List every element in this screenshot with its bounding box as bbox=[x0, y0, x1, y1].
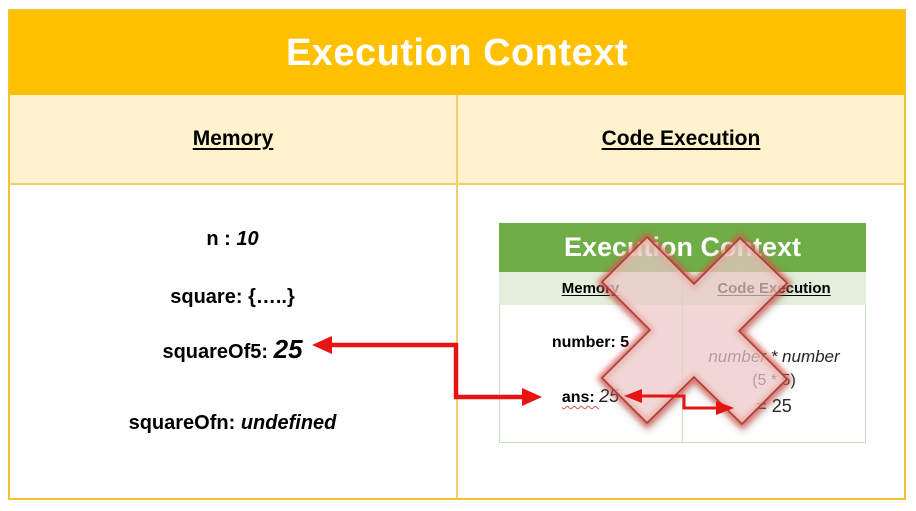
nested-code-line-3: = 25 bbox=[756, 396, 792, 416]
column-divider bbox=[456, 95, 458, 498]
nested-memory-header-label: Memory bbox=[561, 280, 620, 297]
var-value: undefined bbox=[240, 412, 337, 434]
memory-entry-square: square: {…..} bbox=[8, 286, 457, 309]
var-name: number: bbox=[551, 334, 621, 351]
var-name: square: bbox=[170, 286, 249, 308]
nested-code-line-2: (5 * 5) bbox=[752, 372, 796, 389]
nested-title-bar: Execution Context bbox=[499, 223, 866, 272]
var-value: {…..} bbox=[248, 286, 295, 308]
memory-entry-n: n : 10 bbox=[8, 228, 457, 251]
var-value: 25 bbox=[599, 386, 620, 406]
memory-entry-squareofn: squareOfn: undefined bbox=[8, 412, 457, 435]
nested-code-header-label: Code Execution bbox=[717, 280, 831, 297]
memory-header-label: Memory bbox=[192, 127, 274, 150]
var-value: 10 bbox=[236, 228, 259, 250]
code-execution-column-header: Code Execution bbox=[458, 95, 904, 183]
nested-memory-entry-ans: ans: 25 bbox=[499, 386, 682, 407]
memory-entry-squareof5: squareOf5: 25 bbox=[8, 334, 457, 365]
execution-context-table-border bbox=[8, 9, 906, 500]
row-divider bbox=[10, 183, 904, 185]
nested-memory-header: Memory bbox=[499, 272, 682, 305]
nested-title: Execution Context bbox=[563, 232, 802, 262]
var-name: squareOf5: bbox=[162, 341, 274, 363]
var-name: n : bbox=[206, 228, 237, 250]
page-title: Execution Context bbox=[285, 31, 629, 74]
execution-context-title-bar: Execution Context bbox=[10, 11, 904, 95]
nested-memory-entry-number: number: 5 bbox=[499, 334, 682, 352]
var-value: 5 bbox=[620, 334, 630, 351]
var-value: 25 bbox=[273, 334, 303, 364]
memory-column-header: Memory bbox=[10, 95, 456, 183]
nested-code-execution-header: Code Execution bbox=[682, 272, 866, 305]
var-name: ans: bbox=[561, 389, 600, 406]
nested-code-line-1: number * number bbox=[708, 347, 840, 366]
code-execution-header-label: Code Execution bbox=[601, 127, 761, 150]
var-name: squareOfn: bbox=[128, 412, 241, 434]
